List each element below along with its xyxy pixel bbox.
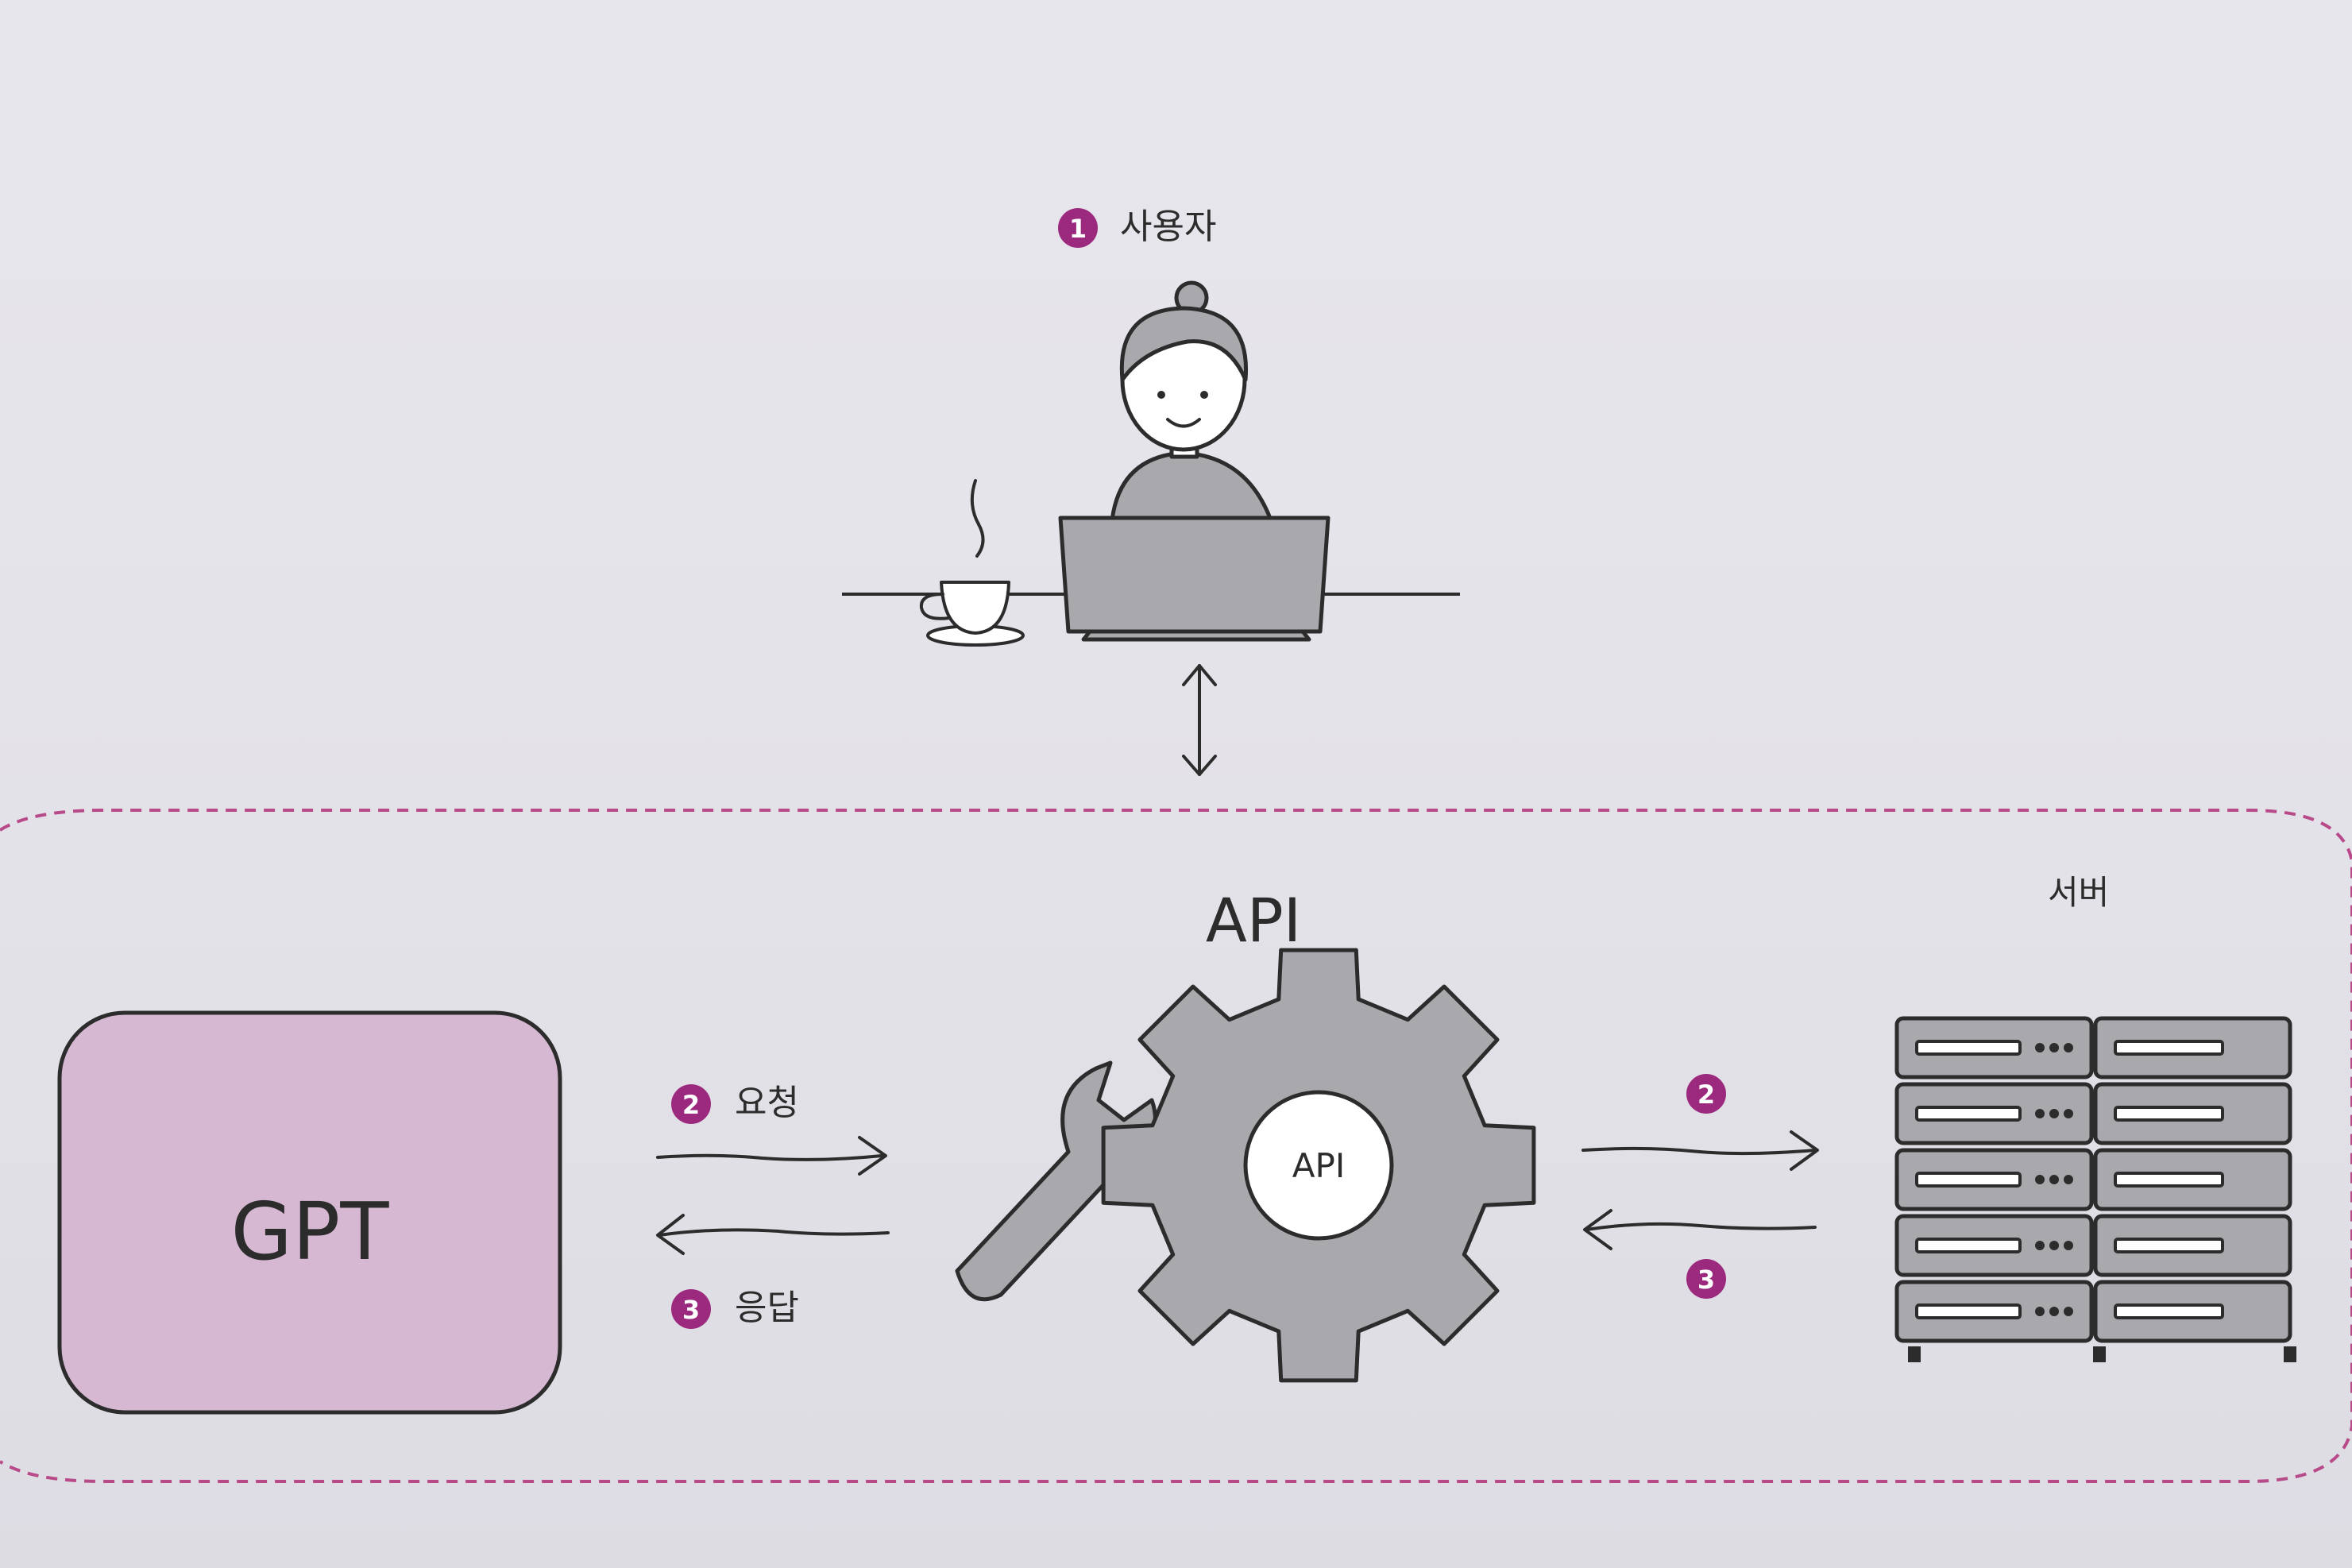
request-label: 요청	[735, 1083, 799, 1123]
response-arrow	[656, 1214, 890, 1255]
api-to-server-arrow	[1582, 1130, 1819, 1171]
gpt-box	[57, 1010, 562, 1415]
step-3-badge-left: 3	[671, 1289, 711, 1329]
svg-text:3: 3	[1697, 1265, 1715, 1295]
server-unit	[1894, 1082, 2094, 1145]
server-unit	[1894, 1148, 2094, 1211]
server-label: 서버	[2048, 873, 2109, 912]
svg-text:2: 2	[1697, 1079, 1715, 1110]
dashed-boundary	[0, 809, 2352, 1483]
server-unit	[1894, 1214, 2094, 1277]
server-unit	[2093, 1082, 2292, 1145]
svg-text:3: 3	[682, 1295, 700, 1325]
server-unit	[2093, 1016, 2292, 1079]
server-to-api-arrow	[1583, 1209, 1817, 1250]
server-rack-icon	[1894, 1016, 2296, 1362]
coffee-cup-icon	[919, 479, 1025, 647]
response-label: 응답	[735, 1288, 799, 1328]
user-api-double-arrow	[1182, 664, 1217, 776]
server-unit	[2093, 1280, 2292, 1343]
server-unit	[2093, 1148, 2292, 1211]
step-3-badge-right: 3	[1686, 1259, 1726, 1299]
user-label: 사용자	[1120, 207, 1216, 247]
gpt-label: GPT	[231, 1185, 390, 1278]
server-unit	[2093, 1214, 2292, 1277]
api-title: API	[1206, 885, 1301, 956]
step-2-badge-left: 2	[671, 1084, 711, 1124]
person-at-laptop-icon	[1058, 280, 1330, 642]
step-1-badge: 1	[1058, 208, 1098, 248]
server-unit	[1894, 1016, 2094, 1079]
svg-text:1: 1	[1069, 214, 1087, 244]
request-arrow	[656, 1136, 887, 1176]
gear-icon: API	[1101, 948, 1536, 1383]
svg-text:2: 2	[682, 1090, 700, 1120]
step-2-badge-right: 2	[1686, 1074, 1726, 1114]
api-gear-label: API	[1292, 1146, 1345, 1185]
server-unit	[1894, 1280, 2094, 1343]
